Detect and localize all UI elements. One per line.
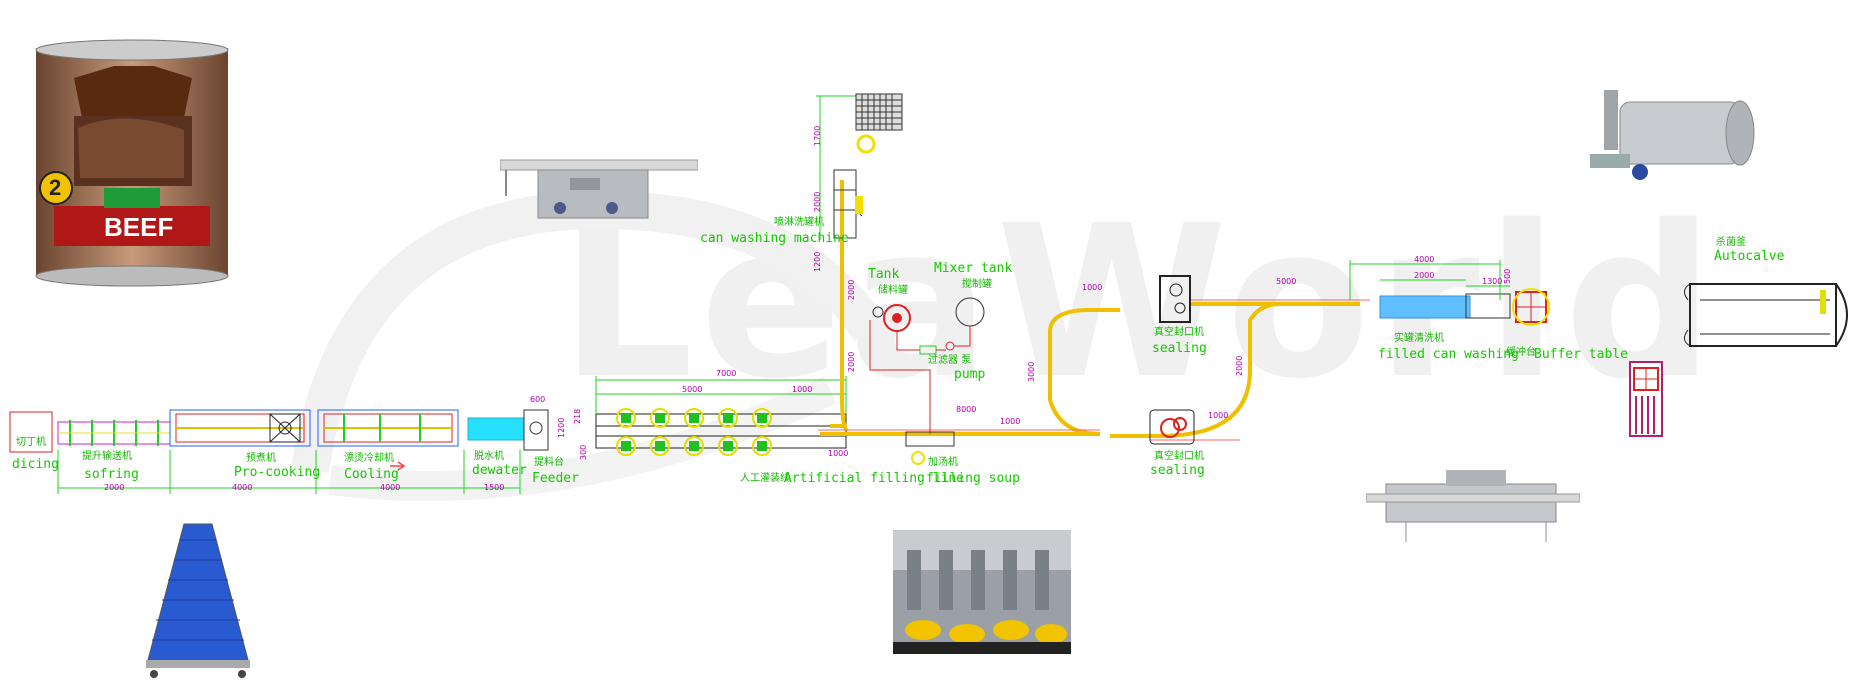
dim-label: 5000 bbox=[1276, 277, 1297, 286]
dim-label: 1500 bbox=[484, 483, 505, 492]
tank-label: Tank bbox=[868, 267, 900, 282]
dim-label: 500 bbox=[1503, 268, 1512, 284]
precooking-cn-label: 预煮机 bbox=[246, 453, 276, 464]
dim-label: 2000 bbox=[1414, 271, 1435, 280]
buffer-table-label: Buffer table bbox=[1534, 347, 1628, 362]
belt-conveyor-photo bbox=[146, 523, 250, 678]
buffer-table-cn-label: 缓冲台 bbox=[1506, 347, 1536, 358]
dim-label: 5000 bbox=[682, 385, 703, 394]
feeder-label: Feeder bbox=[532, 471, 579, 486]
dim-label: 2000 bbox=[1235, 355, 1244, 376]
dim-label: 2000 bbox=[847, 279, 856, 300]
feeder-cn-label: 提料台 bbox=[534, 457, 564, 468]
dim-label: 3000 bbox=[1027, 361, 1036, 382]
precooking-label: Pro-cooking bbox=[234, 465, 321, 480]
dim-label: 1700 bbox=[813, 125, 822, 146]
sofring-cn-label: 提升输送机 bbox=[82, 451, 132, 462]
dicing-label: dicing bbox=[12, 457, 59, 472]
can-number: 2 bbox=[49, 175, 62, 200]
filling-nozzles-photo bbox=[893, 530, 1071, 654]
autoclave-label: Autocalve bbox=[1714, 249, 1785, 264]
dim-label: 1200 bbox=[813, 251, 822, 272]
dim-label: 4000 bbox=[232, 483, 253, 492]
mixer-cn-label: 搅制罐 bbox=[962, 279, 992, 290]
autoclave-photo bbox=[1590, 90, 1755, 180]
filling-soup-cn-label: 加汤机 bbox=[928, 457, 958, 468]
dewater-label: dewater bbox=[472, 463, 527, 478]
filling-soup-label: filling soup bbox=[926, 471, 1020, 486]
dicing-cn-label: 切丁机 bbox=[16, 437, 46, 448]
sealing-bottom-cn-label: 真空封口机 bbox=[1154, 451, 1204, 462]
sealing-bottom-label: sealing bbox=[1150, 463, 1205, 478]
filled-can-washing-cn-label: 实罐清洗机 bbox=[1394, 333, 1444, 344]
cooling-label: Cooling bbox=[344, 467, 399, 482]
dim-label: 300 bbox=[579, 444, 588, 460]
can-washing-machine-photo bbox=[500, 159, 698, 219]
dim-label: 1000 bbox=[1082, 283, 1103, 292]
dim-label: 1000 bbox=[1208, 411, 1229, 420]
mixer-label: Mixer tank bbox=[934, 261, 1013, 276]
pump-label: pump bbox=[954, 367, 986, 382]
dim-label: 4000 bbox=[1414, 255, 1435, 264]
dim-label: 4000 bbox=[380, 483, 401, 492]
filled-can-washing-photo bbox=[1366, 470, 1580, 542]
dim-label: 7000 bbox=[716, 369, 737, 378]
filling-line-cn-label: 人工灌装线 bbox=[740, 473, 790, 484]
sealing-top-cn-label: 真空封口机 bbox=[1154, 327, 1204, 338]
can-label: BEEF bbox=[104, 212, 174, 242]
dim-label: 1000 bbox=[828, 449, 849, 458]
beef-can-image bbox=[35, 39, 229, 287]
dim-label: 1000 bbox=[1000, 417, 1021, 426]
tank-cn-label: 储料罐 bbox=[878, 285, 908, 296]
filling-line-label: Artificial filling line bbox=[784, 471, 965, 486]
sofring-label: sofring bbox=[84, 467, 139, 482]
dim-label: 1000 bbox=[792, 385, 813, 394]
dim-label: 1300 bbox=[1482, 277, 1503, 286]
autoclave-cn-label: 杀菌釜 bbox=[1716, 237, 1746, 248]
filled-can-washing-label: filled can washing bbox=[1378, 347, 1519, 362]
dim-label: 8000 bbox=[956, 405, 977, 414]
dim-label: 218 bbox=[573, 408, 582, 424]
dim-label: 2000 bbox=[104, 483, 125, 492]
dim-label: 2000 bbox=[813, 191, 822, 212]
dim-label: 1200 bbox=[557, 417, 566, 438]
sealing-top-label: sealing bbox=[1152, 341, 1207, 356]
cooling-cn-label: 漂烫冷却机 bbox=[344, 453, 394, 464]
dewater-cn-label: 脱水机 bbox=[474, 451, 504, 462]
can-washing-cn-label: 喷淋洗罐机 bbox=[774, 217, 824, 228]
can-washing-label: can washing machine bbox=[700, 231, 849, 246]
dim-label: 2000 bbox=[847, 351, 856, 372]
dim-label: 600 bbox=[530, 395, 546, 404]
pump-cn-label: 过滤器 泵 bbox=[928, 355, 972, 366]
